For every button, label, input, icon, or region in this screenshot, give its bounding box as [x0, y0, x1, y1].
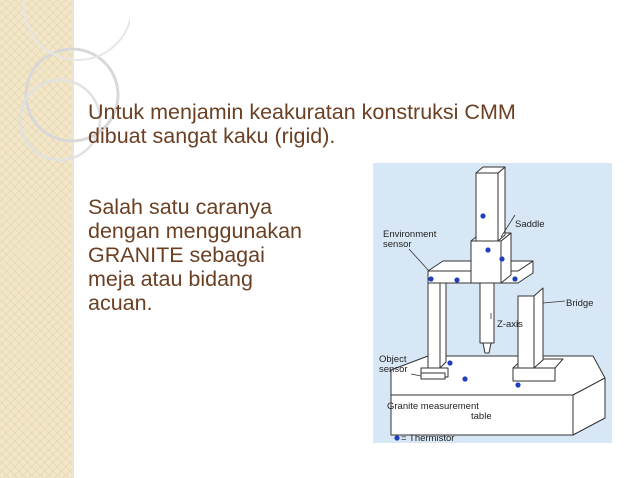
text-line: Salah satu caranya — [88, 195, 273, 219]
paragraph-rigid: Untuk menjamin keakuratan konstruksi CMM… — [88, 100, 516, 148]
saddle-front — [470, 240, 502, 284]
z-axis-upper — [475, 172, 499, 242]
paragraph-granite: Salah satu caranya dengan menggunakan GR… — [88, 195, 302, 315]
granite-table-side — [572, 377, 606, 436]
text-line: meja atau bidang — [88, 267, 253, 291]
bridge-right-leg-side — [533, 287, 544, 369]
thermistor-dot — [512, 276, 518, 282]
z-axis-probe — [482, 342, 492, 354]
thermistor-dot — [447, 360, 453, 366]
label-granite: Granite measurement — [387, 401, 479, 412]
text-line: acuan. — [88, 291, 153, 315]
label-bridge: Bridge — [566, 298, 593, 309]
label-object: Object — [379, 354, 407, 365]
label-object-sensor: sensor — [379, 364, 408, 375]
thermistor-dot — [394, 435, 400, 441]
thermistor-dot — [499, 256, 505, 262]
text-line: Untuk menjamin keakuratan konstruksi CMM — [88, 100, 516, 124]
measured-object — [420, 372, 446, 380]
label-granite-table: table — [471, 411, 492, 422]
text-line: dibuat sangat kaku (rigid). — [88, 124, 336, 148]
thermistor-dot — [485, 247, 491, 253]
thermistor-dot — [454, 277, 460, 283]
cmm-drawing: Saddle Environment sensor Bridge Z-axis … — [379, 166, 606, 443]
cmm-diagram: Saddle Environment sensor Bridge Z-axis … — [373, 163, 612, 443]
decorative-circles — [18, 0, 130, 162]
z-axis-ram — [479, 282, 495, 344]
z-axis-upper-side — [497, 166, 506, 242]
bridge-right-leg — [517, 295, 535, 369]
thermistor-dots — [394, 213, 521, 441]
bridge-right-base — [512, 367, 556, 382]
z-axis-upper-top — [475, 166, 506, 174]
label-environment-sensor: sensor — [383, 239, 412, 250]
band-divider — [72, 0, 74, 478]
bridge-left-leg — [427, 282, 441, 369]
label-environment: Environment — [383, 229, 437, 240]
thermistor-dot — [462, 376, 468, 382]
text-line: GRANITE sebagai — [88, 243, 265, 267]
thermistor-dot — [480, 213, 486, 219]
bridge-left-leg-side — [439, 276, 447, 369]
legend-thermistor: = Thermistor — [401, 433, 454, 443]
thermistor-dot — [515, 382, 521, 388]
label-z-axis: Z-axis — [497, 319, 523, 330]
text-line: dengan menggunakan — [88, 219, 302, 243]
label-saddle: Saddle — [515, 219, 545, 230]
thermistor-dot — [428, 276, 434, 282]
